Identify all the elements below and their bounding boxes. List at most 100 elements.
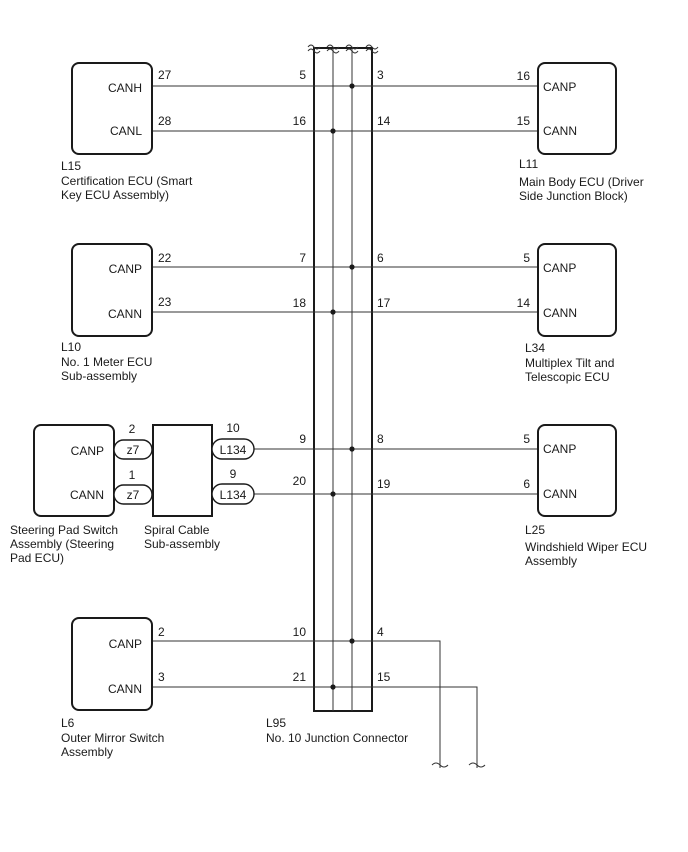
junction-pin: 17 <box>377 296 391 310</box>
signal-label: CANN <box>108 307 142 321</box>
signal-label: CANP <box>109 637 142 651</box>
junction-pin: 5 <box>299 68 306 82</box>
junction-connector-label: L95 No. 10 Junction Connector <box>266 716 408 745</box>
spiral-cable-box <box>152 424 213 517</box>
pin-number: 6 <box>523 477 530 491</box>
component-code: L11 <box>519 157 538 171</box>
component-code: L34 <box>525 341 545 355</box>
junction-pin: 8 <box>377 432 384 446</box>
signal-label: CANN <box>543 306 577 320</box>
component-name: Telescopic ECU <box>525 370 610 384</box>
wires <box>114 85 538 768</box>
component-name: Assembly <box>61 745 113 759</box>
junction-pin: 14 <box>377 114 391 128</box>
signal-label: CANN <box>543 487 577 501</box>
connector-label: z7 <box>127 488 140 502</box>
junction-pin: 20 <box>293 474 307 488</box>
component-name: Steering Pad Switch <box>10 523 118 537</box>
junction-pin-numbers: 5 16 7 18 9 20 10 21 3 14 6 17 8 19 4 15 <box>293 68 391 684</box>
junction-pin: 7 <box>299 251 306 265</box>
ecu-box <box>537 62 617 155</box>
component-spiral-cable: z7 z7 2 1 L134 L134 10 9 Spiral Cable Su… <box>113 421 255 551</box>
signal-label: CANN <box>108 682 142 696</box>
component-name: Assembly <box>525 554 577 568</box>
component-name: Pad ECU) <box>10 551 64 565</box>
pin-number: 1 <box>129 468 136 482</box>
signal-label: CANL <box>110 124 142 138</box>
component-name: No. 10 Junction Connector <box>266 731 408 745</box>
pin-number: 15 <box>517 114 531 128</box>
junction-dots <box>330 83 355 690</box>
component-code: L6 <box>61 716 75 730</box>
component-name: Windshield Wiper ECU <box>525 540 647 554</box>
component-name: Side Junction Block) <box>519 189 628 203</box>
pin-number: 28 <box>158 114 172 128</box>
component-code: L10 <box>61 340 81 354</box>
component-name: No. 1 Meter ECU <box>61 355 152 369</box>
connector-z7-top <box>113 439 153 460</box>
ecu-box <box>33 424 115 517</box>
pin-number: 22 <box>158 251 172 265</box>
connector-label: z7 <box>127 443 140 457</box>
ecu-box <box>537 424 617 517</box>
signal-label: CANN <box>543 124 577 138</box>
connector-label: L134 <box>220 488 247 502</box>
component-steering-pad: CANP CANN Steering Pad Switch Assembly (… <box>10 424 118 565</box>
component-name: Key ECU Assembly) <box>61 188 169 202</box>
bus-break-marks <box>307 44 379 54</box>
component-code: L15 <box>61 159 81 173</box>
component-name: Multiplex Tilt and <box>525 356 614 370</box>
component-l6: CANP CANN 2 3 L6 Outer Mirror Switch Ass… <box>61 617 165 759</box>
junction-connector-body <box>313 47 373 712</box>
component-name: Sub-assembly <box>144 537 220 551</box>
component-name: Main Body ECU (Driver <box>519 175 644 189</box>
pin-number: 5 <box>523 432 530 446</box>
junction-pin: 9 <box>299 432 306 446</box>
connector-z7-bottom <box>113 484 153 505</box>
ecu-box <box>71 617 153 711</box>
component-code: L25 <box>525 523 545 537</box>
signal-label: CANP <box>109 262 142 276</box>
pin-number: 9 <box>230 467 237 481</box>
component-l25: CANP CANN 5 6 L25 Windshield Wiper ECU A… <box>523 424 647 568</box>
signal-label: CANP <box>543 442 576 456</box>
connector-l134-top <box>211 438 255 460</box>
signal-label: CANP <box>71 444 104 458</box>
component-name: Sub-assembly <box>61 369 137 383</box>
component-name: Outer Mirror Switch <box>61 731 164 745</box>
component-name: Certification ECU (Smart <box>61 174 193 188</box>
component-name: Spiral Cable <box>144 523 210 537</box>
component-code: L95 <box>266 716 286 730</box>
connector-l134-bottom <box>211 483 255 505</box>
signal-label: CANN <box>70 488 104 502</box>
component-l15: CANH CANL 27 28 L15 Certification ECU (S… <box>61 62 193 202</box>
pin-number: 2 <box>129 422 136 436</box>
connector-label: L134 <box>220 443 247 457</box>
pin-number: 27 <box>158 68 172 82</box>
junction-pin: 19 <box>377 477 391 491</box>
pin-number: 3 <box>158 670 165 684</box>
junction-pin: 4 <box>377 625 384 639</box>
junction-pin: 10 <box>293 625 307 639</box>
junction-pin: 16 <box>293 114 307 128</box>
pin-number: 10 <box>226 421 240 435</box>
signal-label: CANP <box>543 80 576 94</box>
pin-number: 16 <box>517 69 531 83</box>
ecu-box <box>537 243 617 337</box>
junction-pin: 18 <box>293 296 307 310</box>
ecu-box <box>71 243 153 337</box>
component-l11: CANP CANN 16 15 L11 Main Body ECU (Drive… <box>517 62 644 203</box>
junction-pin: 3 <box>377 68 384 82</box>
ecu-box <box>71 62 153 155</box>
component-name: Assembly (Steering <box>10 537 114 551</box>
signal-label: CANH <box>108 81 142 95</box>
component-l10: CANP CANN 22 23 L10 No. 1 Meter ECU Sub-… <box>61 243 172 383</box>
pin-number: 23 <box>158 295 172 309</box>
junction-pin: 6 <box>377 251 384 265</box>
pin-number: 14 <box>517 296 531 310</box>
pin-number: 5 <box>523 251 530 265</box>
component-l34: CANP CANN 5 14 L34 Multiplex Tilt and Te… <box>517 243 617 384</box>
pin-number: 2 <box>158 625 165 639</box>
signal-label: CANP <box>543 261 576 275</box>
